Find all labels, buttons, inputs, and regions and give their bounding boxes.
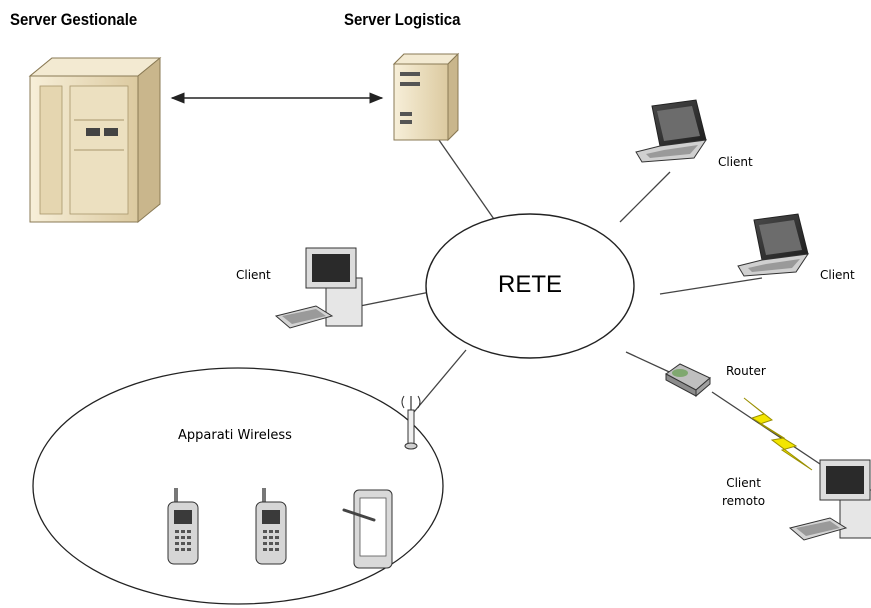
lightning-link-icon	[743, 397, 813, 471]
rete-label: RETE	[498, 271, 563, 298]
laptop-icon	[737, 213, 810, 277]
link-desktop-left-rete	[359, 291, 431, 307]
link-wireless-rete	[413, 349, 467, 413]
link-laptop-right-rete	[659, 277, 763, 295]
client-remoto-line2: remoto	[722, 494, 766, 508]
rete-network-cloud	[425, 213, 635, 359]
link-logistica-rete	[431, 129, 497, 223]
client-remoto-label: Client remoto	[722, 474, 765, 510]
desktop-computer-icon	[274, 247, 363, 329]
wireless-access-point-icon	[401, 395, 421, 450]
pda-tablet-icon	[342, 489, 393, 569]
server-gestionale-label: Server Gestionale	[10, 10, 138, 29]
client-laptop-right-label: Client	[820, 268, 855, 282]
mobile-phone-icon	[167, 488, 199, 565]
server-icon	[392, 52, 460, 142]
router-label: Router	[726, 364, 766, 378]
router-icon	[665, 363, 711, 398]
apparati-wireless-label: Apparati Wireless	[178, 428, 292, 443]
server-logistica-label: Server Logistica	[344, 10, 461, 29]
tower-server-icon	[28, 56, 162, 224]
link-laptop-top-rete	[619, 171, 671, 223]
client-desktop-left-label: Client	[236, 268, 271, 282]
mobile-phone-icon	[255, 488, 287, 565]
laptop-icon	[635, 99, 708, 163]
client-remoto-line1: Client	[726, 476, 761, 490]
wireless-zone	[32, 367, 444, 605]
desktop-computer-icon	[788, 459, 871, 541]
client-laptop-top-label: Client	[718, 155, 753, 169]
